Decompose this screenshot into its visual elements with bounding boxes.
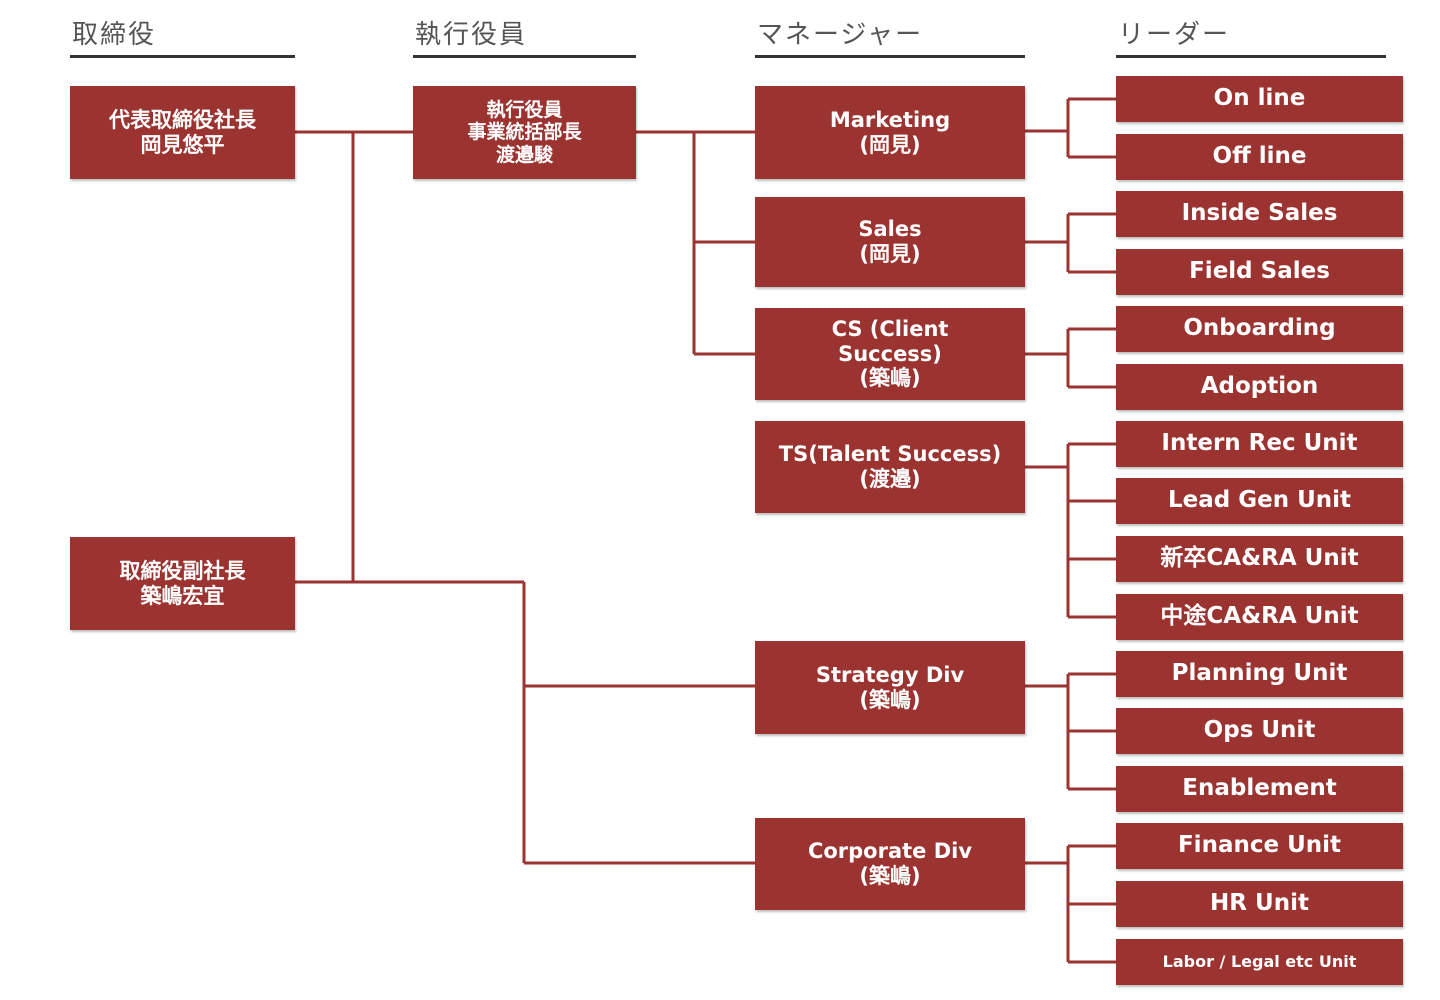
leader-box: HR Unit [1116,881,1403,927]
director-ceo-box: 代表取締役社長 岡見悠平 [70,86,295,179]
manager-cs-box: CS (Client Success) (築嶋) [755,308,1025,400]
executive-name: 渡邉駿 [495,143,553,166]
leader-box: Adoption [1116,364,1403,410]
executive-title: 執行役員 [486,98,563,121]
manager-owner: (渡邉) [859,467,921,491]
leader-box: Off line [1116,134,1403,180]
leader-box: 新卒CA&RA Unit [1116,536,1403,582]
manager-name: Corporate Div [807,839,973,864]
manager-owner: (築嶋) [859,864,921,888]
manager-name: Strategy Div [815,662,965,687]
manager-owner: (岡見) [859,132,921,157]
director-title: 代表取締役社長 [109,107,256,132]
leader-box: 中途CA&RA Unit [1116,594,1403,640]
leader-box: Inside Sales [1116,191,1403,237]
manager-corporate-box: Corporate Div (築嶋) [755,818,1025,910]
header-executives: 執行役員 [413,14,636,58]
manager-sales-box: Sales (岡見) [755,197,1025,287]
executive-role: 事業統括部長 [467,121,582,144]
director-name: 築嶋宏宜 [140,583,225,608]
header-managers: マネージャー [755,14,1025,58]
leader-box: Lead Gen Unit [1116,478,1403,524]
manager-strategy-box: Strategy Div (築嶋) [755,641,1025,734]
manager-name: CS (Client [831,316,949,341]
manager-name: Sales [858,217,922,242]
leader-box: Labor / Legal etc Unit [1116,939,1403,985]
manager-owner: (築嶋) [859,366,921,391]
manager-name: Marketing [829,107,951,132]
leader-box: Enablement [1116,766,1403,812]
manager-marketing-box: Marketing (岡見) [755,86,1025,179]
manager-owner: (岡見) [859,242,921,266]
leader-box: On line [1116,76,1403,122]
leader-box: Onboarding [1116,306,1403,352]
leader-box: Planning Unit [1116,651,1403,697]
executive-officer-box: 執行役員 事業統括部長 渡邉駿 [413,86,636,179]
leader-box: Ops Unit [1116,708,1403,754]
leader-box: Intern Rec Unit [1116,421,1403,467]
director-vp-box: 取締役副社長 築嶋宏宜 [70,537,295,630]
director-title: 取締役副社長 [119,558,246,583]
manager-ts-box: TS(Talent Success) (渡邉) [755,421,1025,513]
director-name: 岡見悠平 [140,132,225,157]
header-leaders: リーダー [1116,14,1386,58]
manager-name: TS(Talent Success) [778,442,1002,467]
leader-box: Finance Unit [1116,823,1403,869]
manager-name-cont: Success) [838,341,942,366]
manager-owner: (築嶋) [859,687,921,712]
leader-box: Field Sales [1116,249,1403,295]
header-directors: 取締役 [70,14,295,58]
